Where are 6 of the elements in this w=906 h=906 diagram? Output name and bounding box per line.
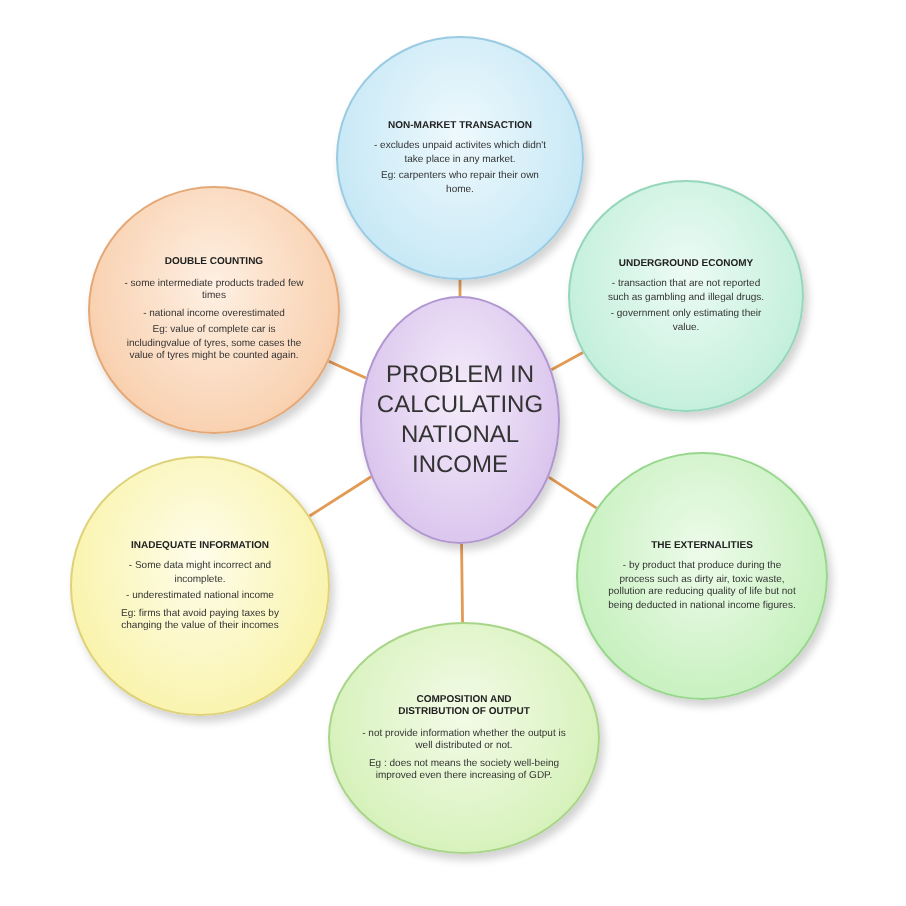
connector-line	[547, 476, 598, 510]
connector-line	[308, 475, 372, 518]
connector-line	[460, 543, 464, 623]
connector-line	[550, 351, 584, 372]
central-title: PROBLEM IN CALCULATING NATIONAL INCOME	[374, 360, 546, 480]
connector-line	[328, 360, 367, 380]
